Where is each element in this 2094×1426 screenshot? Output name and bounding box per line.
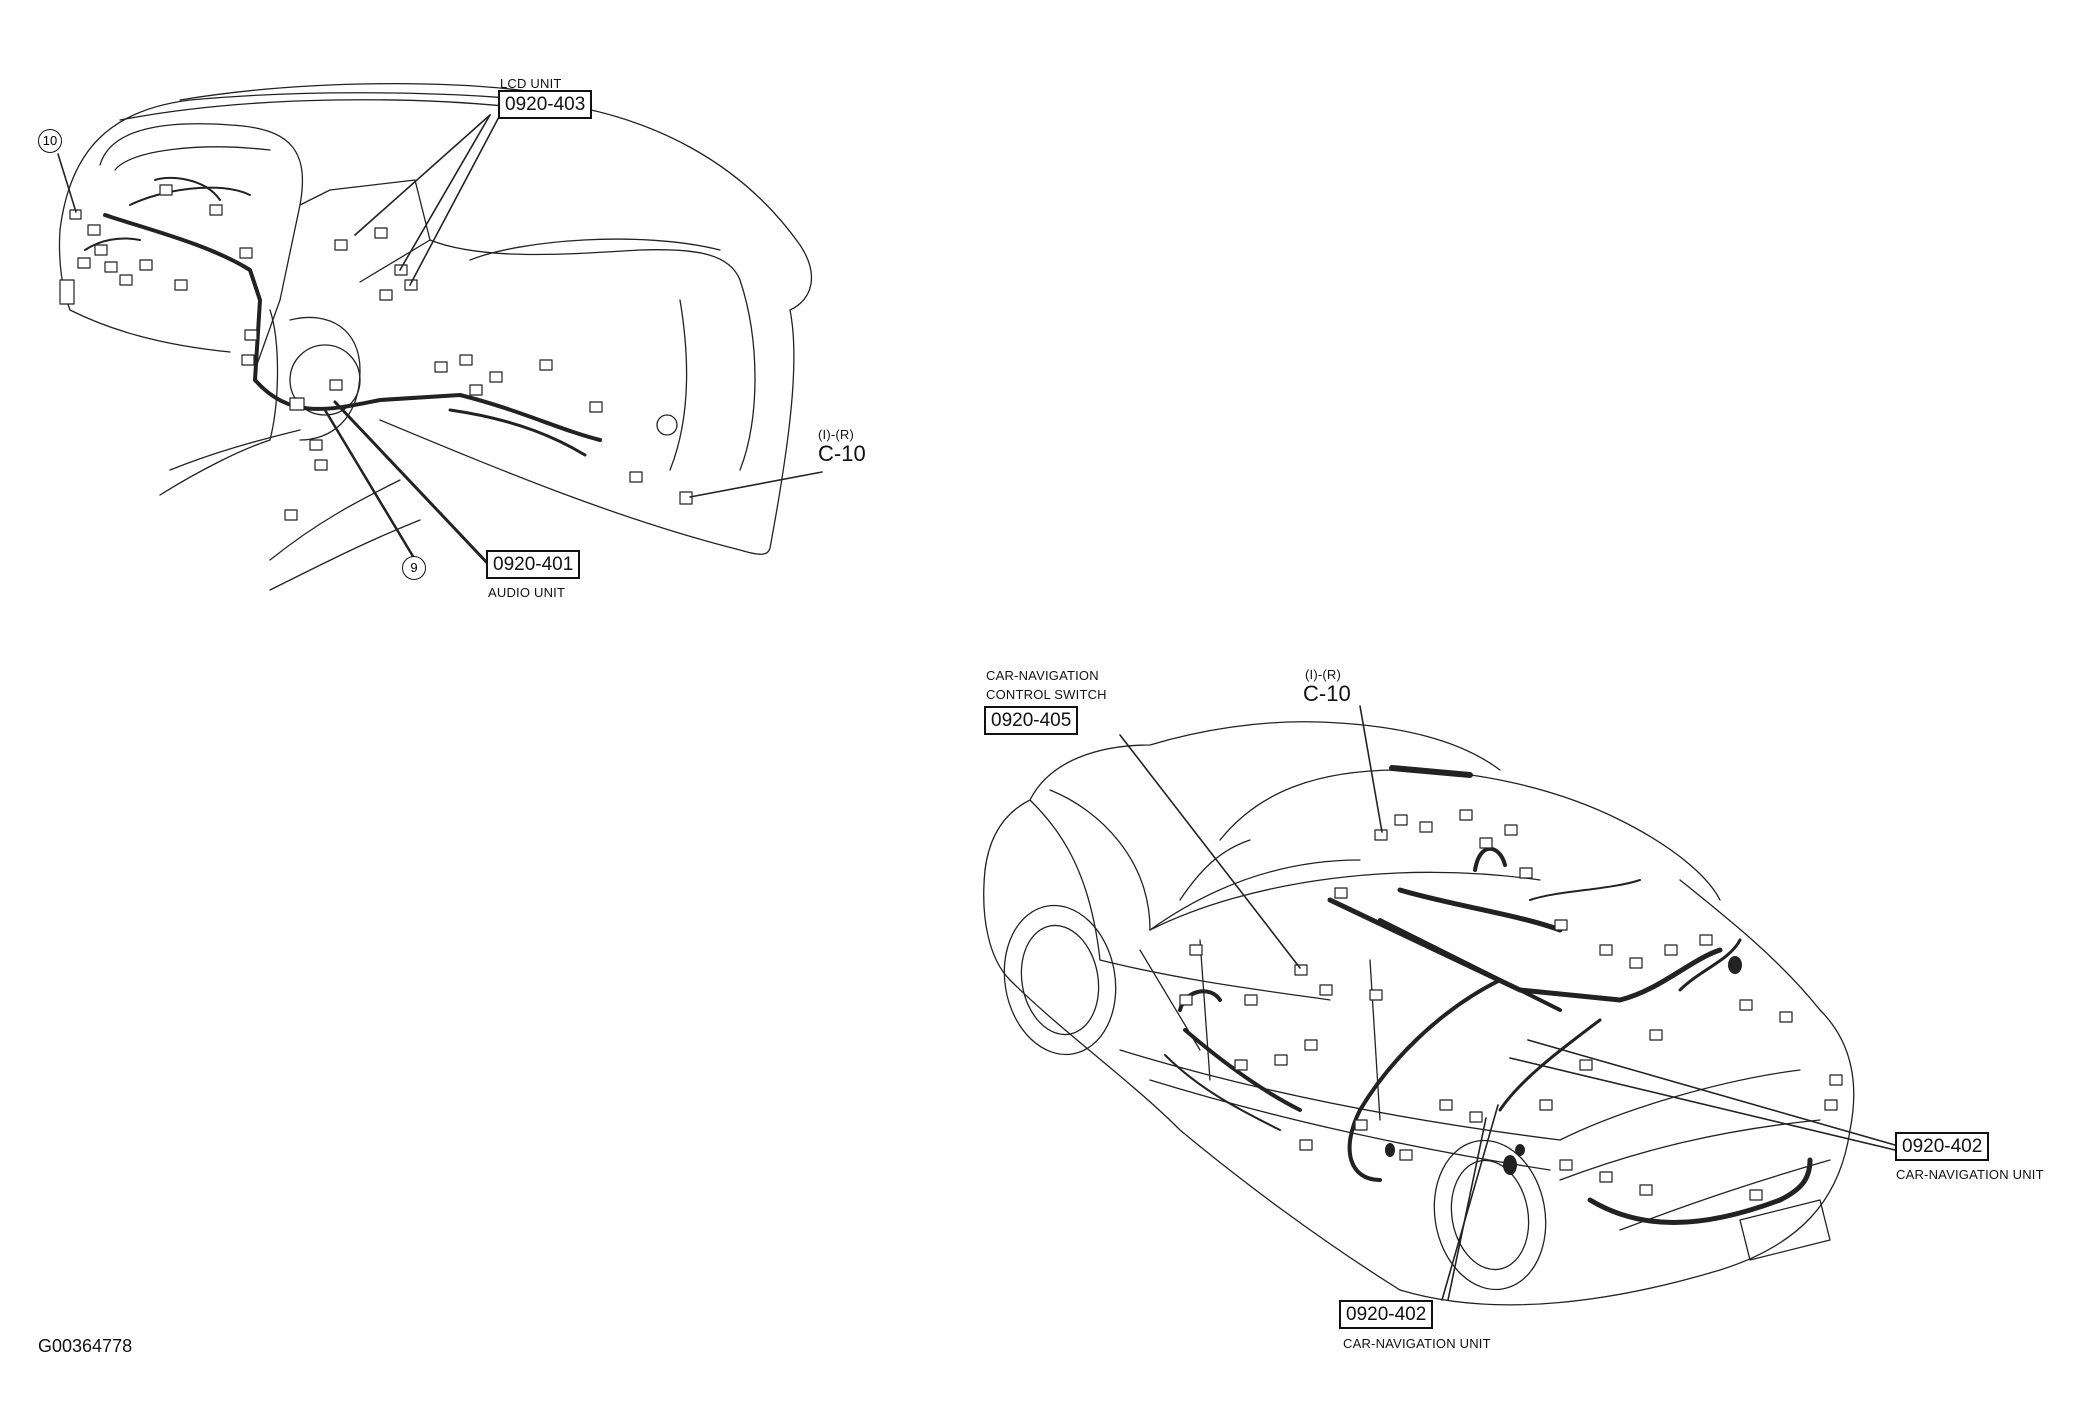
car-leader-lines	[1119, 705, 1896, 1301]
dash-connector-ref: C-10	[818, 441, 866, 466]
dashboard-leader-lines	[57, 114, 823, 570]
lcd-unit-label: LCD UNIT	[500, 76, 562, 91]
audio-unit-label: AUDIO UNIT	[488, 585, 566, 600]
nav-switch-code: 0920-405	[984, 706, 1079, 735]
dash-connector-ref-top: (I)-(R)	[818, 427, 855, 442]
audio-unit-code: 0920-401	[486, 550, 581, 579]
marker-9: 9	[402, 556, 426, 580]
nav-switch-label-line2: CONTROL SWITCH	[986, 687, 1107, 702]
nav-unit-bottom-label: CAR-NAVIGATION UNIT	[1343, 1336, 1491, 1351]
lcd-unit-code: 0920-403	[498, 90, 593, 119]
figure-id: G00364778	[38, 1336, 133, 1356]
nav-unit-right-label: CAR-NAVIGATION UNIT	[1896, 1167, 2044, 1182]
marker-10: 10	[38, 129, 62, 153]
nav-unit-bottom-code: 0920-402	[1339, 1300, 1434, 1329]
car-connector-ref: C-10	[1303, 681, 1351, 706]
nav-unit-right-code: 0920-402	[1895, 1132, 1990, 1161]
dashboard-illustration	[58, 83, 813, 591]
nav-switch-label-line1: CAR-NAVIGATION	[986, 668, 1099, 683]
car-illustration	[983, 721, 1855, 1306]
car-connector-ref-top: (I)-(R)	[1305, 667, 1342, 682]
